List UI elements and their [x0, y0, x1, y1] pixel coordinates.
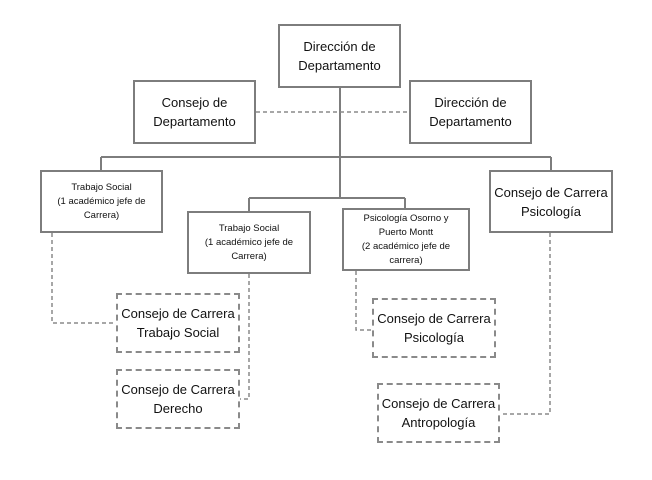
consejo-carrera-psicologia-top: Consejo de Carrera Psicología [489, 170, 613, 233]
dashed-ts1-consejo-ts [51, 233, 116, 324]
dashed-psico-osorno-consejo [355, 271, 372, 331]
dashed-psico-top-antropologia [500, 233, 551, 415]
node-label-line: Departamento [429, 114, 512, 129]
direccion-departamento-top: Dirección de Departamento [278, 24, 401, 88]
node-label-line: Psicología [404, 330, 464, 345]
node-label-line: Antropología [401, 415, 476, 430]
consejo-carrera-trabajo-social: Consejo de Carrera Trabajo Social [116, 293, 240, 353]
dashed-ts2-consejo-derecho [240, 274, 250, 400]
node-label-line: Consejo de Carrera [121, 306, 235, 321]
node-label-line: carrera) [389, 254, 423, 266]
node-label-line: Departamento [153, 114, 236, 129]
consejo-departamento: Consejo de Departamento [133, 80, 256, 144]
node-label-line: Trabajo Social [136, 325, 220, 340]
node-label-line: Consejo de Carrera [381, 396, 496, 411]
node-label-line: Consejo de Carrera [494, 184, 608, 200]
consejo-carrera-derecho: Consejo de Carrera Derecho [116, 369, 240, 429]
node-label-line: Consejo de Carrera [121, 382, 235, 397]
direccion-departamento-right: Dirección de Departamento [409, 80, 532, 144]
psicologia-osorno-puerto-montt: Psicología Osorno y Puerto Montt (2 acad… [342, 208, 470, 271]
node-label-line: (1 académico jefe de [204, 236, 294, 248]
consejo-carrera-psicologia: Consejo de Carrera Psicología [372, 298, 496, 358]
consejo-carrera-antropologia: Consejo de Carrera Antropología [377, 383, 500, 443]
trabajo-social-jefe-2: Trabajo Social (1 académico jefe de Carr… [187, 211, 311, 274]
node-label-line: Psicología [521, 203, 581, 219]
node-label-line: Puerto Montt [378, 226, 434, 238]
node-label-line: Dirección de [434, 95, 507, 110]
node-label-line: Derecho [153, 401, 203, 416]
node-label-line: (2 académico jefe de [361, 240, 451, 252]
node-label-line: Dirección de [303, 39, 376, 54]
node-label-line: Carrera) [231, 250, 267, 262]
node-label-line: Trabajo Social [71, 181, 132, 193]
trabajo-social-jefe-1: Trabajo Social (1 académico jefe de Carr… [40, 170, 163, 233]
node-label-line: Consejo de Carrera [377, 311, 491, 326]
node-label-line: Consejo de [161, 95, 228, 110]
node-label-line: (1 académico jefe de [57, 195, 146, 207]
node-label-line: Trabajo Social [218, 222, 280, 234]
node-label-line: Departamento [298, 58, 381, 73]
node-label-line: Psicología Osorno y [363, 212, 449, 224]
node-label-line: Carrera) [83, 209, 120, 221]
